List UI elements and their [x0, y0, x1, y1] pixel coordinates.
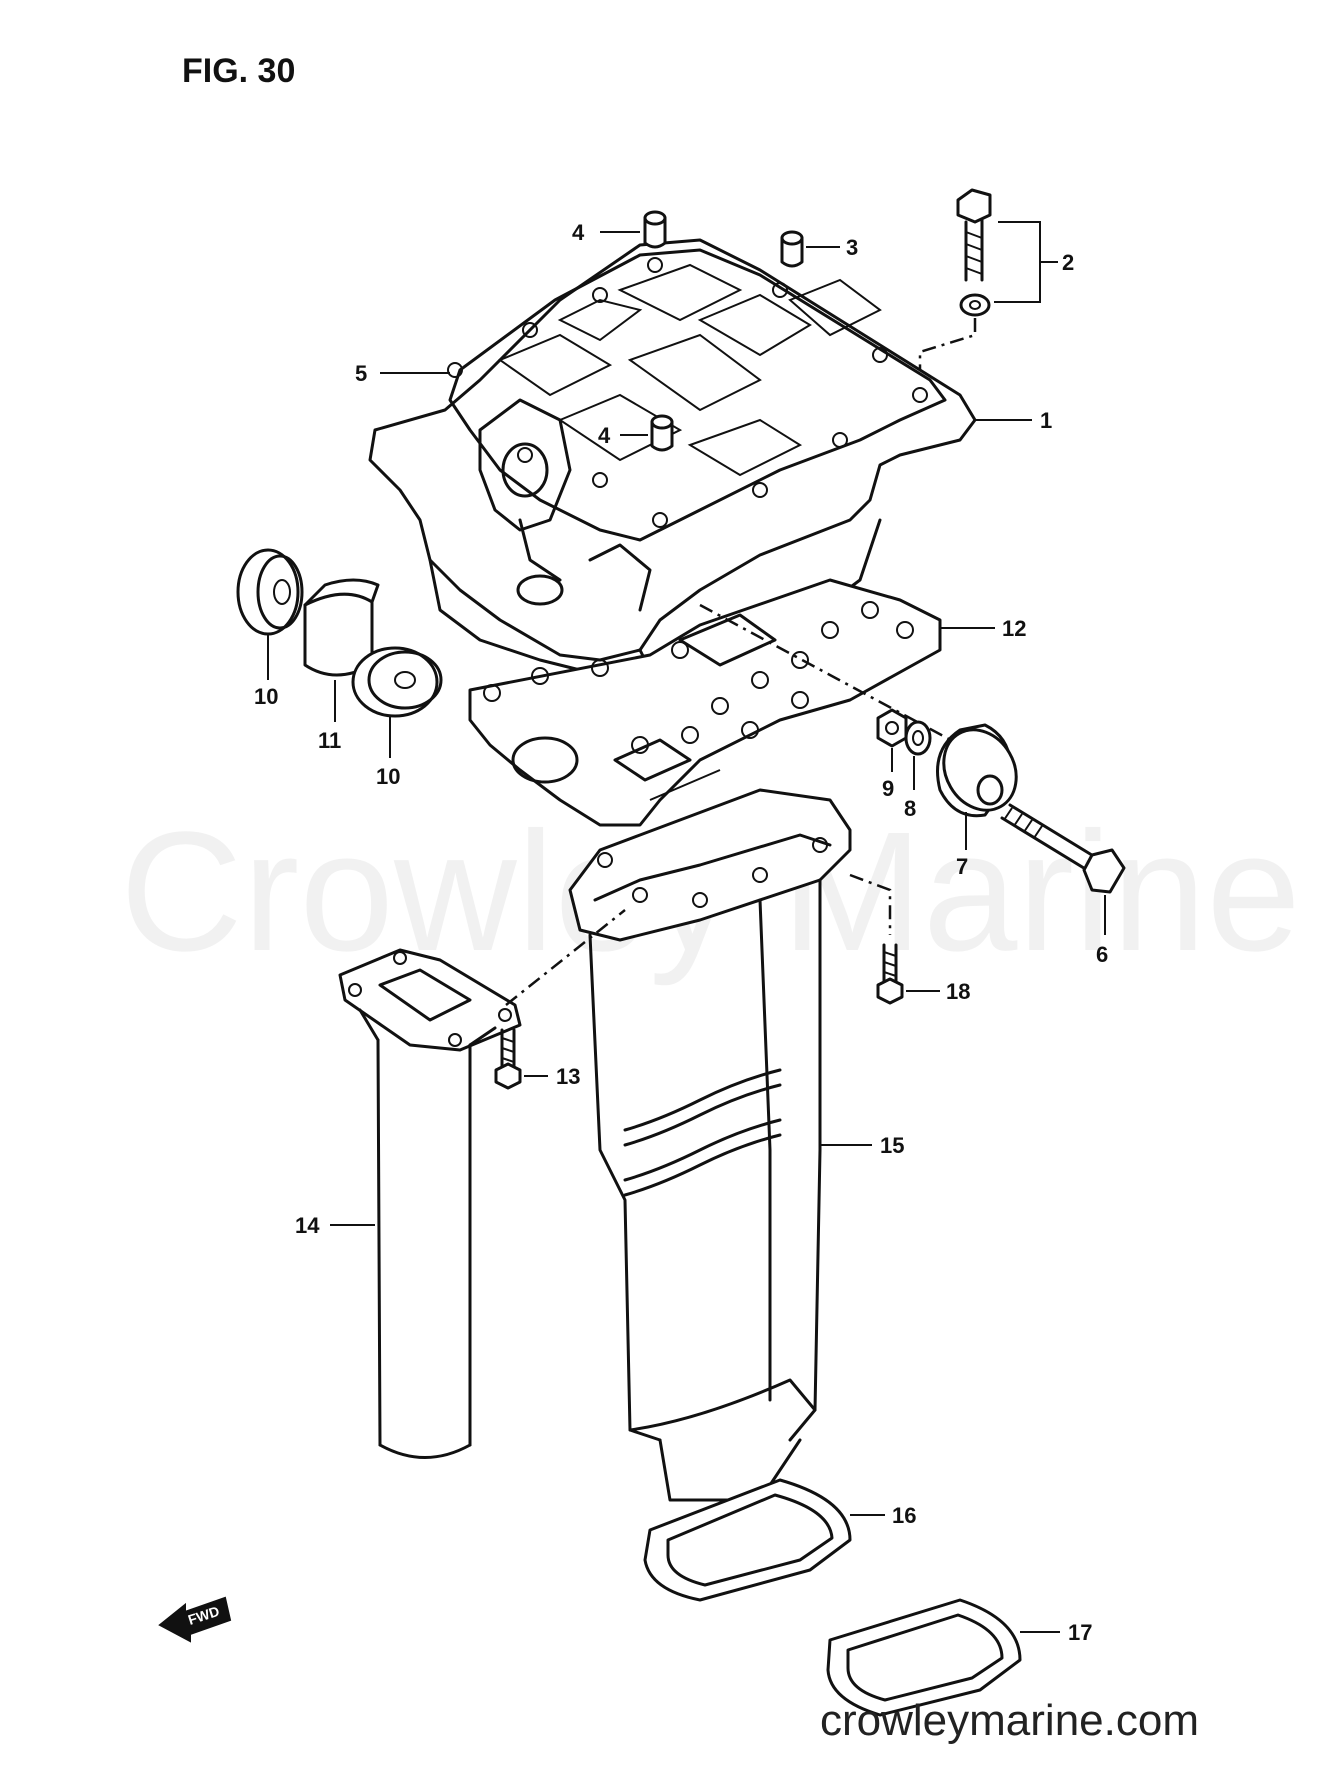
figure-title: FIG. 30 — [182, 52, 295, 90]
part-1-engine-holder — [368, 238, 977, 692]
fwd-arrow-icon: FWD — [158, 1596, 232, 1643]
part-18-bolt — [876, 943, 940, 1005]
part-13-bolt — [494, 1028, 548, 1090]
callout-3: 3 — [846, 235, 858, 260]
callout-12: 12 — [1002, 616, 1026, 641]
part-17-seal — [826, 1598, 1060, 1717]
callout-11: 11 — [318, 728, 341, 753]
part-2-bolt-washer — [918, 188, 1058, 370]
part-10-mount-washer-right — [351, 646, 443, 758]
callout-10-right: 10 — [376, 764, 400, 789]
part-4-dowel-lower — [620, 414, 674, 452]
callout-16: 16 — [892, 1503, 916, 1528]
part-10-mount-washer-left — [236, 548, 304, 680]
alignment-line-18 — [849, 873, 892, 935]
part-7-mount-rubber — [936, 723, 1018, 850]
part-12-gasket — [468, 578, 995, 827]
part-3-dowel — [780, 230, 840, 268]
callout-10-left: 10 — [254, 684, 278, 709]
part-4-dowel-upper — [600, 210, 667, 249]
callout-18: 18 — [946, 979, 970, 1004]
part-6-bolt — [1000, 803, 1126, 935]
callout-13: 13 — [556, 1064, 580, 1089]
callout-2: 2 — [1062, 250, 1074, 275]
callout-1: 1 — [1040, 408, 1052, 433]
part-8-washer — [904, 720, 932, 790]
callout-14: 14 — [295, 1213, 320, 1238]
callout-4-lower: 4 — [598, 423, 611, 448]
part-9-nut — [876, 708, 908, 772]
part-16-seal — [643, 1478, 885, 1602]
callout-15: 15 — [880, 1133, 904, 1158]
part-14-exhaust-tube — [330, 948, 522, 1459]
callout-7: 7 — [956, 854, 968, 879]
callout-6: 6 — [1096, 942, 1108, 967]
callout-5: 5 — [355, 361, 367, 386]
callout-9: 9 — [882, 776, 894, 801]
alignment-line — [699, 603, 961, 747]
site-url: crowleymarine.com — [820, 1696, 1199, 1745]
callout-8: 8 — [904, 796, 916, 821]
callout-17: 17 — [1068, 1620, 1092, 1645]
alignment-line-13 — [505, 909, 626, 1006]
part-15-driveshaft-housing — [568, 788, 872, 1502]
callout-4-upper: 4 — [572, 220, 585, 245]
